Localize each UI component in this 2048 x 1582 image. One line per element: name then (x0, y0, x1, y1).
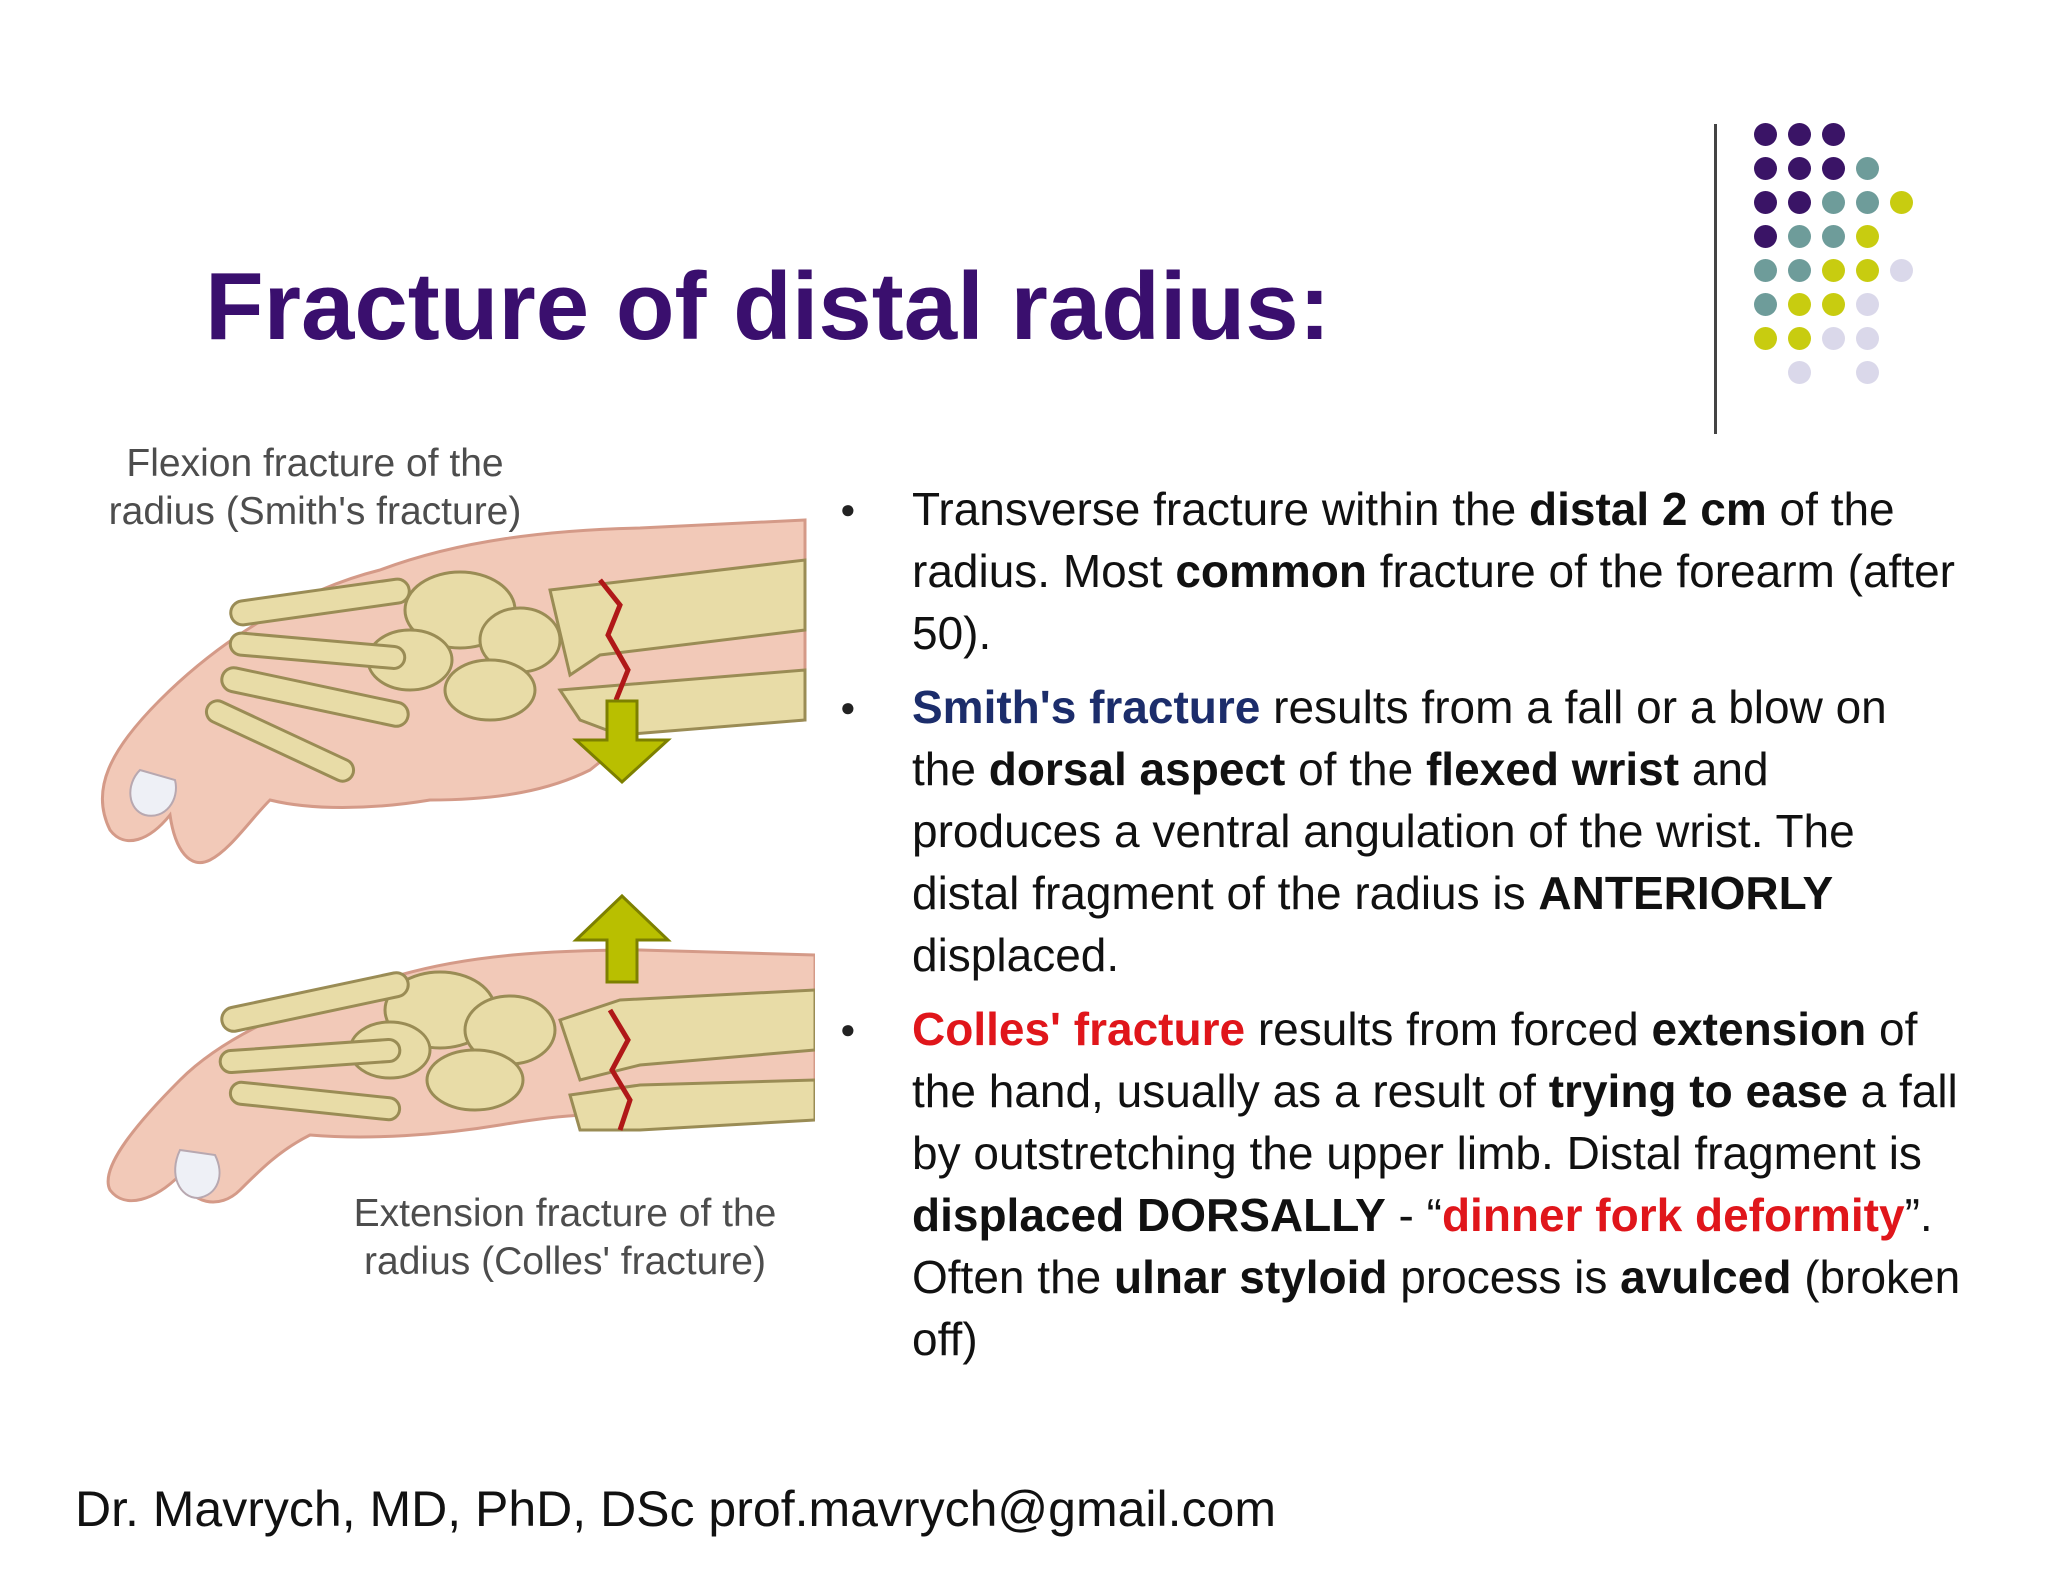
dot (1788, 327, 1811, 350)
bullet-list: Transverse fracture within the distal 2 … (832, 478, 1962, 1382)
dot (1822, 293, 1845, 316)
caption-line: radius (Smith's fracture) (108, 490, 522, 533)
down-arrow-icon (572, 699, 672, 785)
dot (1822, 191, 1845, 214)
dot (1856, 157, 1879, 180)
dot (1788, 123, 1811, 146)
decorative-divider (1714, 124, 1717, 434)
dot (1890, 259, 1913, 282)
dot (1890, 191, 1913, 214)
dot (1754, 157, 1777, 180)
dot (1788, 157, 1811, 180)
author-footer: Dr. Mavrych, MD, PhD, DSc prof.mavrych@g… (75, 1481, 1276, 1537)
dot (1856, 191, 1879, 214)
caption-line: radius (Colles' fracture) (364, 1240, 766, 1283)
dot (1754, 191, 1777, 214)
dot (1788, 361, 1811, 384)
slide-title: Fracture of distal radius: (205, 253, 1331, 360)
colles-fracture-hand (106, 948, 817, 1204)
decorative-dot-grid (1740, 116, 1940, 396)
dot (1754, 327, 1777, 350)
dot (1856, 225, 1879, 248)
dot (1754, 259, 1777, 282)
bullet-distal-radius: Transverse fracture within the distal 2 … (832, 478, 1962, 664)
wrist-fracture-illustration: Flexion fracture of the radius (Smith's … (80, 430, 817, 1320)
dot (1788, 225, 1811, 248)
dot (1754, 123, 1777, 146)
dot (1822, 157, 1845, 180)
dot (1822, 123, 1845, 146)
dot (1822, 225, 1845, 248)
up-arrow-icon (572, 893, 672, 984)
dot (1822, 327, 1845, 350)
smith-fracture-hand (100, 518, 807, 865)
dot (1856, 293, 1879, 316)
caption-colles-fracture: Extension fracture of the radius (Colles… (315, 1190, 815, 1286)
dot (1856, 327, 1879, 350)
caption-smith-fracture: Flexion fracture of the radius (Smith's … (80, 440, 550, 536)
caption-line: Extension fracture of the (353, 1192, 777, 1235)
dot (1788, 293, 1811, 316)
bullet-smith-fracture: Smith's fracture results from a fall or … (832, 676, 1962, 986)
dot (1856, 361, 1879, 384)
dot (1788, 191, 1811, 214)
dot (1788, 259, 1811, 282)
dot (1856, 259, 1879, 282)
dot (1754, 225, 1777, 248)
hand-bones-illustration (100, 518, 817, 1204)
caption-line: Flexion fracture of the (126, 442, 504, 485)
dot (1822, 259, 1845, 282)
dot (1754, 293, 1777, 316)
bullet-colles-fracture: Colles' fracture results from forced ext… (832, 998, 1962, 1370)
